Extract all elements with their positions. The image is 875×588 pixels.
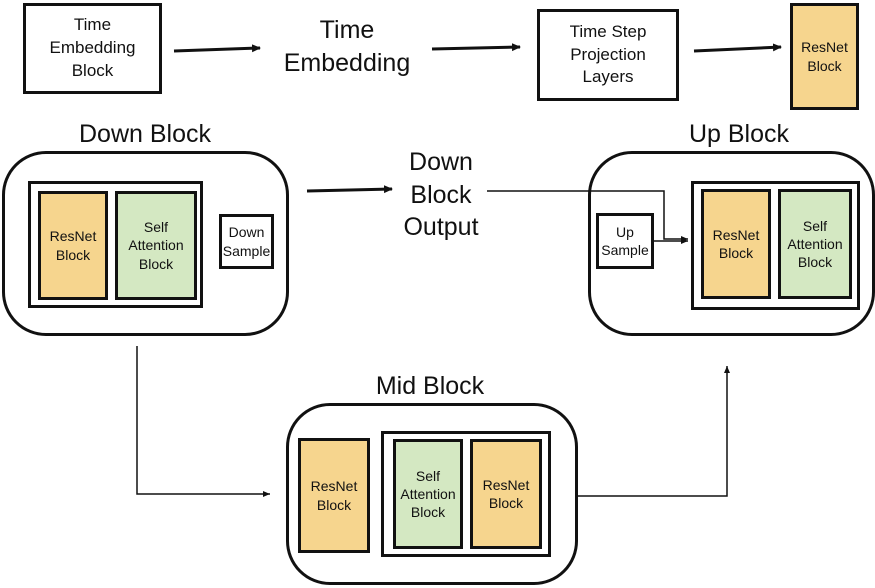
down-block-output-label: Down Block Output <box>403 148 479 241</box>
down-resnet-block: ResNet Block <box>38 191 108 300</box>
mid-block-title: Mid Block <box>375 372 485 400</box>
up-self-attention-block: Self Attention Block <box>778 189 852 299</box>
time-step-projection-layers: Time Step Projection Layers <box>537 9 679 101</box>
down-block-container <box>2 151 289 336</box>
time-embedding-label: Time Embedding <box>283 16 411 77</box>
arrow-mid-to-up <box>578 366 730 497</box>
arrow-down-to-mid <box>136 346 270 497</box>
skip-connection-line <box>487 190 688 242</box>
mid-resnet-block-2: ResNet Block <box>470 439 542 549</box>
up-block-container <box>588 151 875 336</box>
up-resnet-block: ResNet Block <box>701 189 771 299</box>
down-block-title: Down Block <box>79 120 211 148</box>
down-self-attention-block: Self Attention Block <box>115 191 197 300</box>
time-embedding-block: Time Embedding Block <box>23 3 162 94</box>
top-resnet-block: ResNet Block <box>790 3 859 110</box>
up-block-title: Up Block <box>688 120 790 148</box>
arrow-te-to-tsp <box>431 43 521 52</box>
mid-resnet-block-1: ResNet Block <box>298 438 370 553</box>
arrow-down-to-output <box>306 185 393 194</box>
arrow-tsp-to-resnet <box>693 43 782 53</box>
up-sample-block: Up Sample <box>596 213 654 269</box>
down-sample-block: Down Sample <box>219 214 274 269</box>
arrow-teb-to-te <box>173 44 261 53</box>
mid-self-attention-block: Self Attention Block <box>393 439 463 549</box>
mid-block-container <box>286 403 578 585</box>
